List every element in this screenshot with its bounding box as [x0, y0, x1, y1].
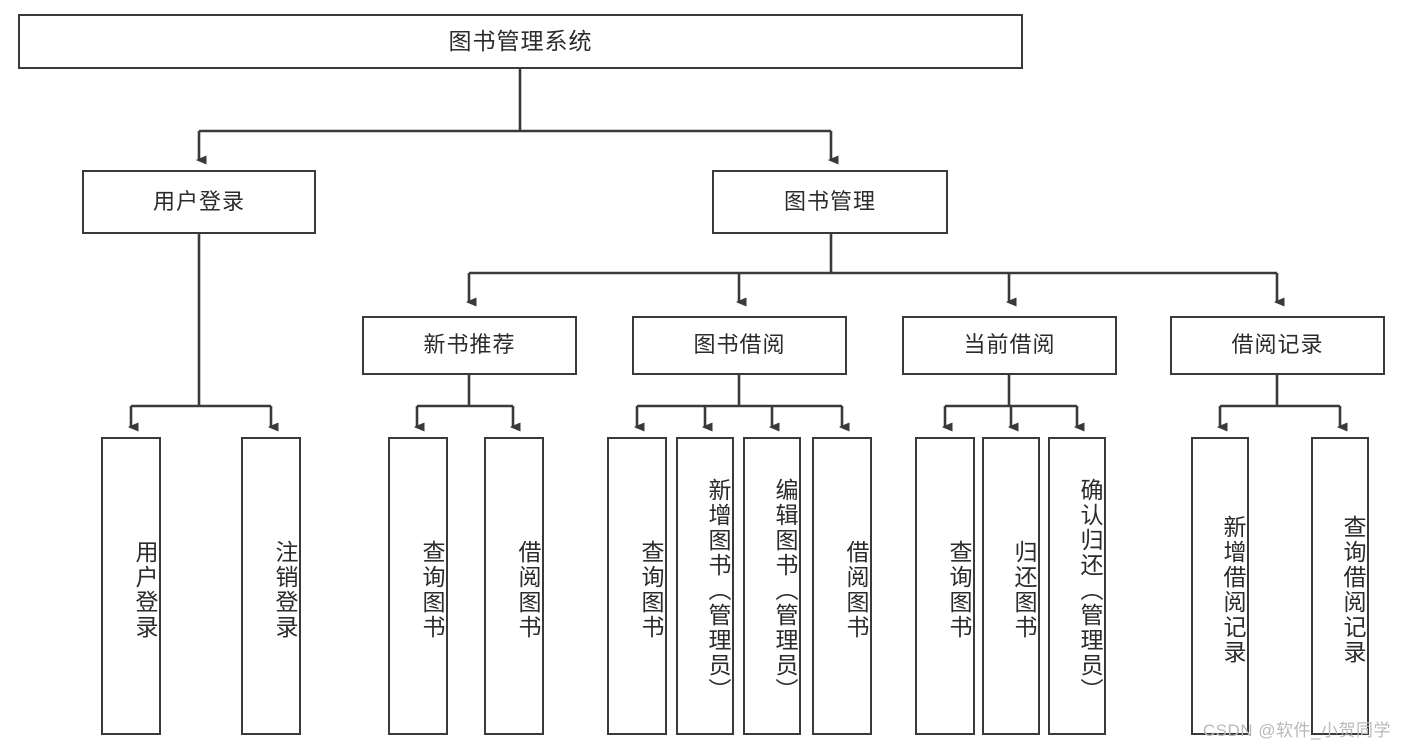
leaf-borrow-book-recommend[interactable]: 借阅图书 [484, 437, 544, 735]
leaf-user-login[interactable]: 用户登录 [101, 437, 161, 735]
node-label: 归还图书 [1011, 540, 1037, 640]
leaf-logout-login[interactable]: 注销登录 [241, 437, 301, 735]
node-book-borrow[interactable]: 图书借阅 [632, 316, 847, 375]
node-label: 借阅图书 [515, 540, 541, 640]
node-label: 用户登录 [152, 188, 245, 214]
node-user-login[interactable]: 用户登录 [82, 170, 316, 234]
node-label: 图书借阅 [693, 332, 786, 358]
leaf-query-borrow-record[interactable]: 查询借阅记录 [1311, 437, 1369, 735]
node-label: 查询图书 [419, 540, 445, 640]
leaf-add-borrow-record[interactable]: 新增借阅记录 [1191, 437, 1249, 735]
node-label: 借阅图书 [843, 540, 869, 640]
node-label: 当前借阅 [963, 332, 1056, 358]
leaf-query-book-borrow[interactable]: 查询图书 [607, 437, 667, 735]
leaf-confirm-return-admin[interactable]: 确认归还（管理员） [1048, 437, 1106, 735]
node-label: 注销登录 [272, 540, 298, 640]
node-book-management[interactable]: 图书管理 [712, 170, 948, 234]
node-current-borrow[interactable]: 当前借阅 [902, 316, 1117, 375]
node-new-book-recommend[interactable]: 新书推荐 [362, 316, 577, 375]
node-label: 查询图书 [946, 540, 972, 640]
node-label: 编辑图书（管理员） [772, 477, 798, 703]
node-label: 图书管理系统 [448, 28, 593, 55]
node-label: 借阅记录 [1231, 332, 1324, 358]
node-label: 用户登录 [132, 540, 158, 640]
node-label: 新增借阅记录 [1220, 515, 1246, 665]
watermark: CSDN @软件_小贺同学 [1202, 721, 1391, 740]
leaf-return-book[interactable]: 归还图书 [982, 437, 1040, 735]
leaf-borrow-book[interactable]: 借阅图书 [812, 437, 872, 735]
node-label: 图书管理 [783, 188, 876, 214]
leaf-query-book-recommend[interactable]: 查询图书 [388, 437, 448, 735]
node-borrow-record[interactable]: 借阅记录 [1170, 316, 1385, 375]
node-label: 查询图书 [638, 540, 664, 640]
node-label: 查询借阅记录 [1340, 515, 1366, 665]
node-label: 确认归还（管理员） [1077, 477, 1103, 703]
node-label: 新书推荐 [423, 332, 516, 358]
leaf-add-book-admin[interactable]: 新增图书（管理员） [676, 437, 734, 735]
leaf-query-book-current[interactable]: 查询图书 [915, 437, 975, 735]
node-label: 新增图书（管理员） [705, 477, 731, 703]
leaf-edit-book-admin[interactable]: 编辑图书（管理员） [743, 437, 801, 735]
node-root-book-management-system[interactable]: 图书管理系统 [18, 14, 1023, 69]
